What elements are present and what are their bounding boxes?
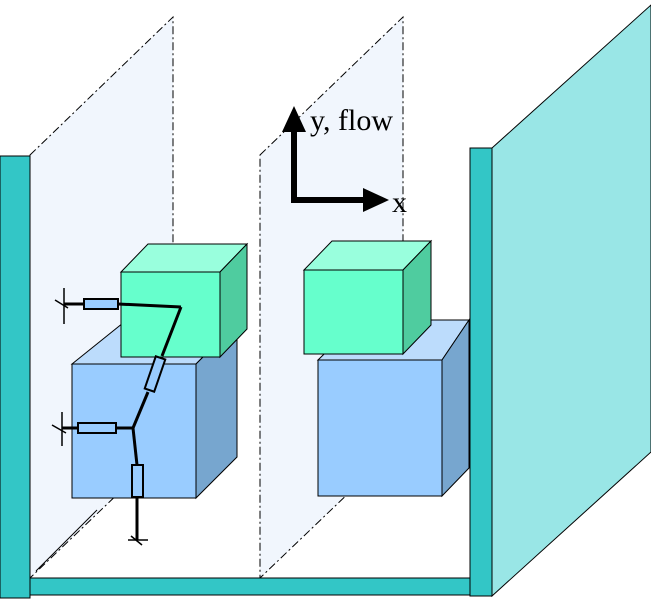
back-right-wall	[491, 4, 651, 598]
axis-lines	[291, 128, 368, 203]
right-wall	[469, 147, 493, 597]
y-axis-arrowhead	[282, 106, 306, 132]
right-green-cube	[302, 239, 433, 356]
y-axis-label: y, flow	[310, 104, 393, 137]
spring-dashpot-system	[51, 288, 183, 546]
floor	[29, 577, 471, 596]
x-axis-label: x	[392, 186, 407, 219]
floor-diagonal	[35, 509, 98, 572]
left-wall	[0, 155, 31, 599]
coordinate-axes: y, flow x	[282, 104, 407, 219]
left-green-cube	[119, 242, 249, 359]
x-axis-arrowhead	[363, 188, 389, 212]
